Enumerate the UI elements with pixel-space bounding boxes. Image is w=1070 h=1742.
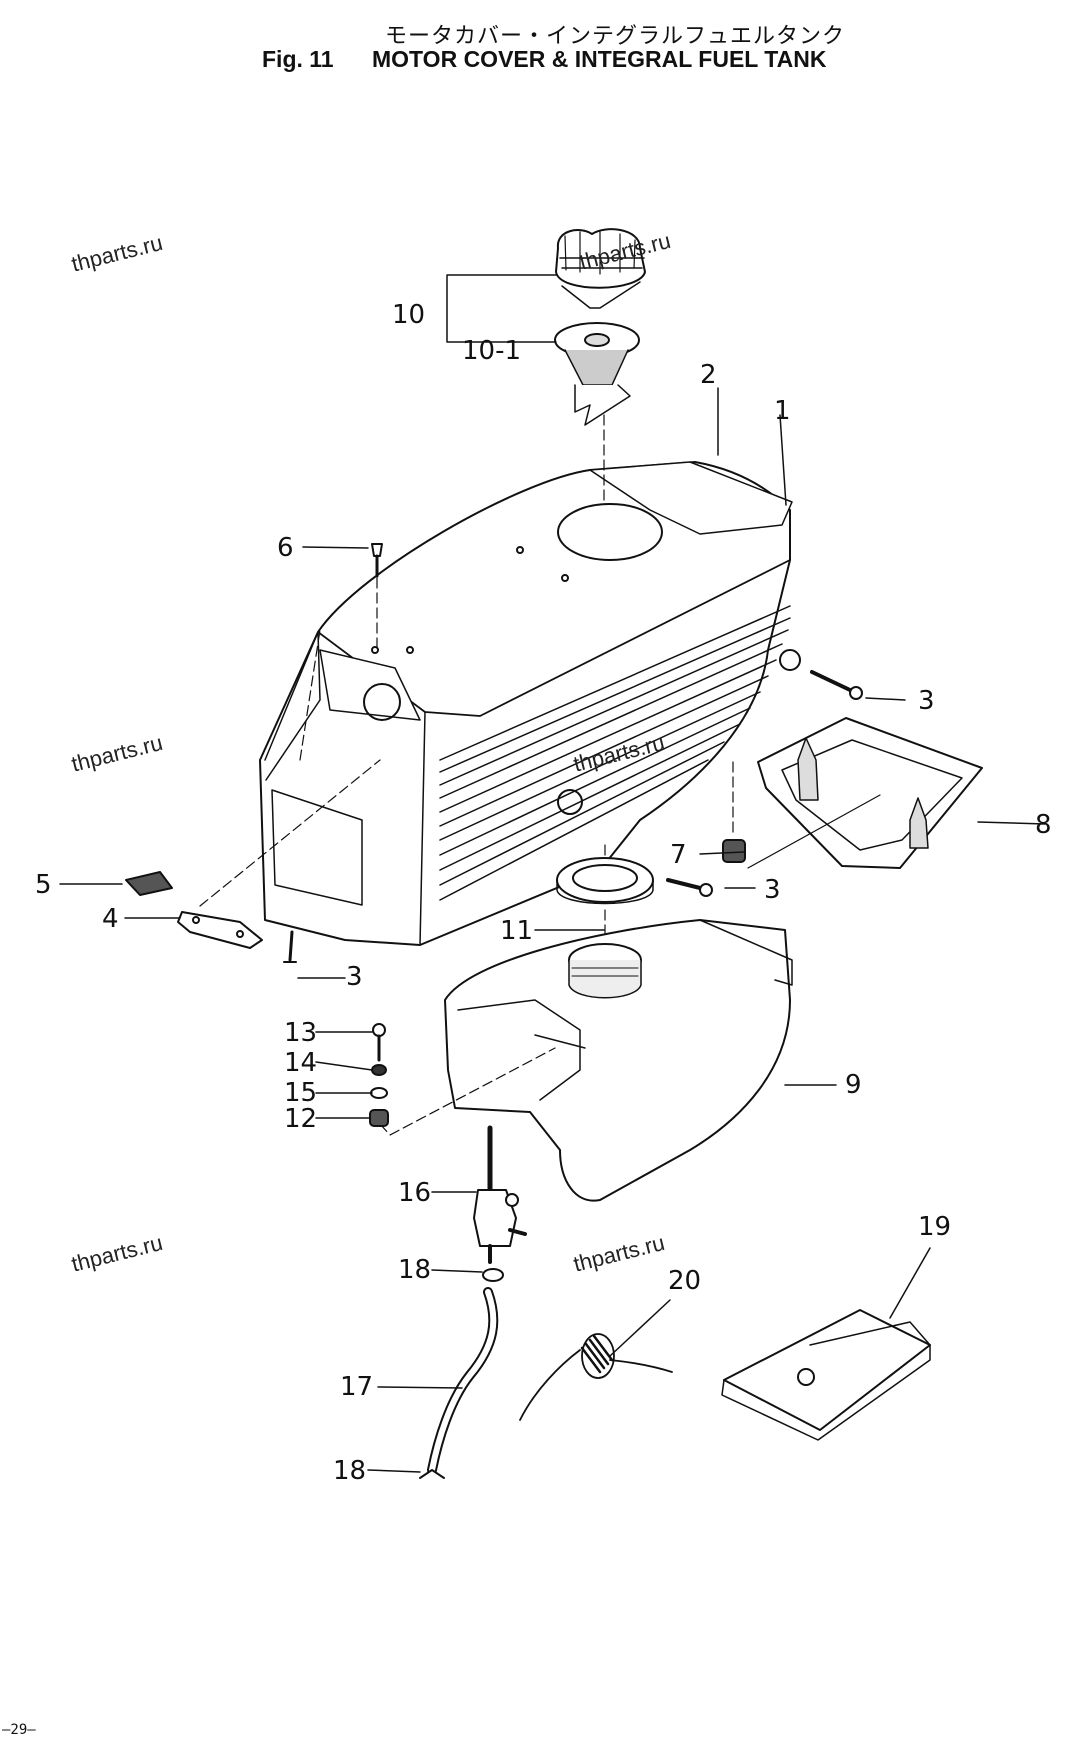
clip-part-5 — [125, 871, 173, 896]
callout-20: 20 — [668, 1266, 702, 1296]
callout-10: 10 — [392, 300, 426, 330]
fuel-cock-part-16 — [473, 1125, 527, 1264]
callout-17: 17 — [340, 1372, 374, 1402]
fuel-hose-part-17 — [427, 1287, 499, 1475]
leader-lines — [59, 387, 1046, 1473]
callout-18-lower: 18 — [333, 1456, 367, 1486]
plate-part-4 — [177, 911, 263, 949]
figure-label: Fig. 11 — [262, 46, 334, 72]
grommet-part-7 — [722, 761, 881, 869]
callout-18-upper: 18 — [398, 1255, 432, 1285]
callout-8: 8 — [1035, 810, 1052, 840]
leader-10 — [446, 274, 557, 343]
washer-part-14 — [371, 1064, 387, 1076]
fuel-tank-part-9 — [444, 919, 793, 1202]
fuel-filter-part-10-1 — [554, 322, 640, 426]
motor-cover-part-1 — [259, 461, 801, 946]
callout-12: 12 — [284, 1104, 318, 1134]
callout-3-middle: 3 — [764, 875, 781, 905]
page-number: —29— — [2, 1722, 36, 1738]
callout-14: 14 — [284, 1048, 318, 1078]
spring-part-20 — [519, 1333, 673, 1421]
callout-15: 15 — [284, 1078, 318, 1108]
callout-16: 16 — [398, 1178, 432, 1208]
tray-part-8 — [757, 717, 983, 869]
callout-3-lower: 3 — [346, 962, 363, 992]
seal-ring-part-11 — [556, 844, 654, 941]
callout-1: 1 — [774, 396, 791, 426]
title-english: Fig. 11 MOTOR COVER & INTEGRAL FUEL TANK — [262, 46, 826, 73]
pad-part-19 — [721, 1309, 931, 1441]
screw-part-3-upper — [810, 670, 863, 700]
title-japanese: モータカバー・インテグラルフュエルタンク — [385, 24, 846, 49]
cover-plate-part-2 — [589, 461, 793, 535]
callout-19: 19 — [918, 1212, 952, 1242]
callout-7: 7 — [670, 840, 687, 870]
screw-part-3-middle — [666, 878, 713, 897]
callout-10-1: 10-1 — [462, 336, 522, 366]
figure-title: MOTOR COVER & INTEGRAL FUEL TANK — [372, 46, 827, 72]
screw-part-6 — [371, 543, 383, 651]
callout-9: 9 — [845, 1070, 862, 1100]
fuel-cap-part-10 — [555, 228, 646, 309]
callout-2: 2 — [700, 360, 717, 390]
clip-part-18-lower — [419, 1469, 445, 1479]
bolt-part-13 — [372, 1023, 386, 1062]
damper-part-12 — [369, 1109, 389, 1127]
washer-part-15 — [370, 1087, 388, 1099]
assembly-line-left — [199, 629, 381, 907]
callout-4: 4 — [102, 904, 119, 934]
callout-13: 13 — [284, 1018, 318, 1048]
callout-3-upper: 3 — [918, 686, 935, 716]
callout-6: 6 — [277, 533, 294, 563]
screw-part-3-lower — [283, 930, 297, 963]
assembly-line-tank — [379, 1047, 556, 1136]
callout-11: 11 — [500, 916, 534, 946]
clip-part-18-upper — [482, 1268, 504, 1282]
callout-5: 5 — [35, 870, 52, 900]
